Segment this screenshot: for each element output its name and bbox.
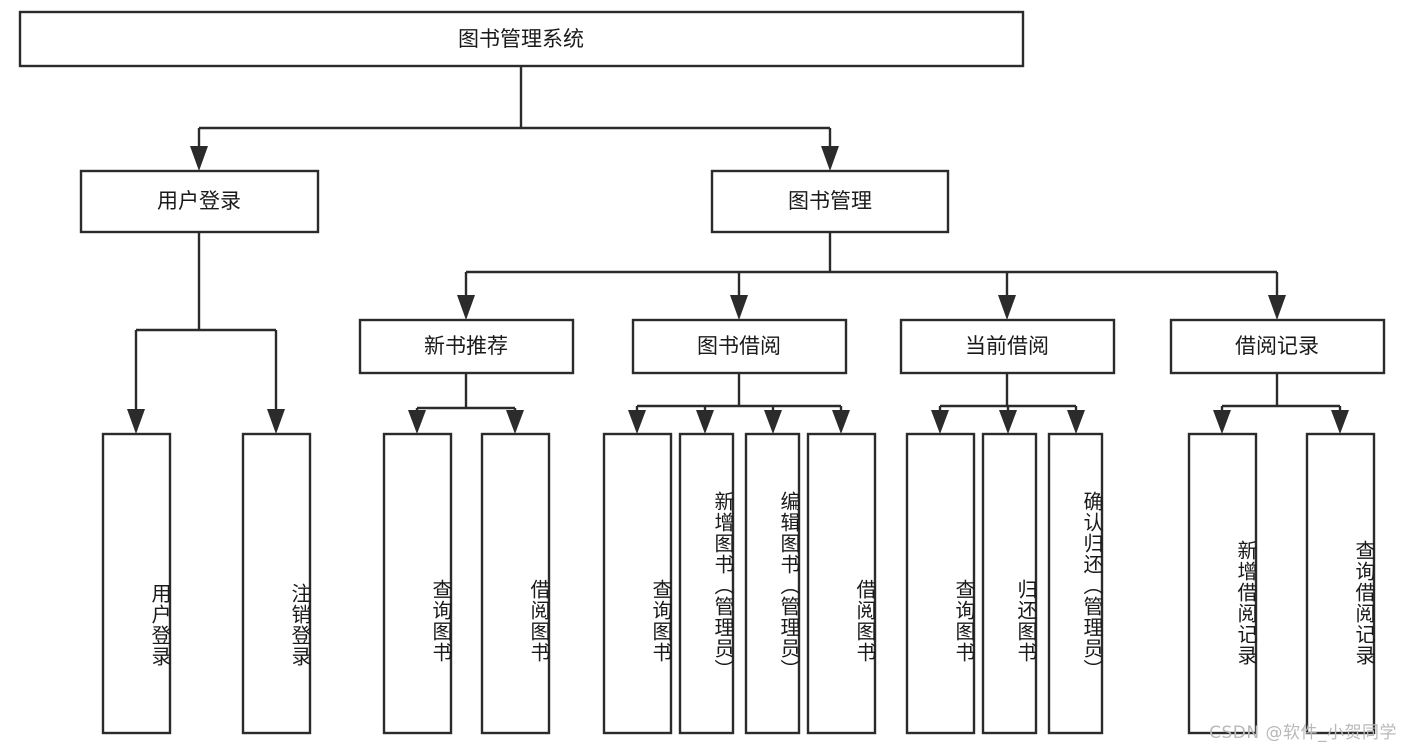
node-box-borrow-record[interactable] [1169, 318, 1386, 375]
node-box-leaf-cb-return[interactable] [981, 432, 1038, 735]
node-box-book-borrow[interactable] [631, 318, 848, 375]
connector-group-book-borrow [628, 373, 850, 434]
node-box-leaf-bb-borrow[interactable] [806, 432, 877, 735]
arrow-head-new-book-recommend [457, 295, 475, 320]
arrow-head-br-leaf-2 [1331, 410, 1349, 434]
arrow-head-leaf-user-login [127, 409, 145, 434]
node-box-leaf-bb-edit[interactable] [744, 432, 801, 735]
node-label-borrow-record: 借阅记录 [1235, 334, 1319, 358]
node-label-current-borrow: 当前借阅 [965, 334, 1049, 358]
node-label-book-manage: 图书管理 [788, 189, 872, 213]
arrow-head-nbr-leaf-2 [506, 410, 524, 434]
node-label-root: 图书管理系统 [458, 27, 584, 51]
arrow-head-current-borrow [998, 295, 1016, 320]
connector-group-new-book-recommend [408, 373, 524, 434]
connector-group-root [190, 66, 839, 171]
node-box-leaf-cb-confirm[interactable] [1047, 432, 1104, 735]
arrow-head-book-manage [821, 146, 839, 171]
node-box-leaf-cb-query[interactable] [905, 432, 976, 735]
arrow-head-book-borrow [730, 295, 748, 320]
node-box-new-book-recommend[interactable] [358, 318, 575, 375]
connector-group-current-borrow [931, 373, 1085, 434]
arrow-head-bb-leaf-2 [696, 410, 714, 434]
node-box-root[interactable] [18, 10, 1025, 68]
csdn-watermark: CSDN @软件_小贺同学 [1209, 723, 1397, 743]
arrow-head-leaf-logout [267, 409, 285, 434]
node-label-book-borrow: 图书借阅 [697, 334, 781, 358]
connector-group-book-manage [457, 232, 1286, 320]
node-box-leaf-br-add[interactable] [1187, 432, 1258, 735]
arrow-head-borrow-record [1268, 295, 1286, 320]
arrow-head-bb-leaf-3 [764, 410, 782, 434]
node-box-leaf-bb-add[interactable] [678, 432, 735, 735]
node-box-leaf-bb-query[interactable] [602, 432, 673, 735]
connector-group-user-login [127, 232, 285, 434]
node-box-current-borrow[interactable] [899, 318, 1116, 375]
arrow-head-cb-leaf-1 [931, 410, 949, 434]
node-box-leaf-user-login[interactable] [101, 432, 172, 735]
connector-group-borrow-record [1213, 373, 1349, 434]
node-label-new-book-recommend: 新书推荐 [424, 334, 508, 358]
arrow-head-cb-leaf-3 [1067, 410, 1085, 434]
node-label-user-login: 用户登录 [157, 189, 241, 213]
node-box-book-manage[interactable] [710, 169, 950, 234]
arrow-head-br-leaf-1 [1213, 410, 1231, 434]
node-box-leaf-br-query[interactable] [1305, 432, 1376, 735]
arrow-head-bb-leaf-1 [628, 410, 646, 434]
arrow-head-cb-leaf-2 [999, 410, 1017, 434]
node-box-leaf-nbr-borrow[interactable] [480, 432, 551, 735]
arrow-head-bb-leaf-4 [832, 410, 850, 434]
node-box-leaf-logout[interactable] [241, 432, 312, 735]
arrow-head-user-login [190, 146, 208, 171]
node-box-user-login[interactable] [79, 169, 320, 234]
arrow-head-nbr-leaf-1 [408, 410, 426, 434]
node-box-leaf-nbr-query[interactable] [382, 432, 453, 735]
